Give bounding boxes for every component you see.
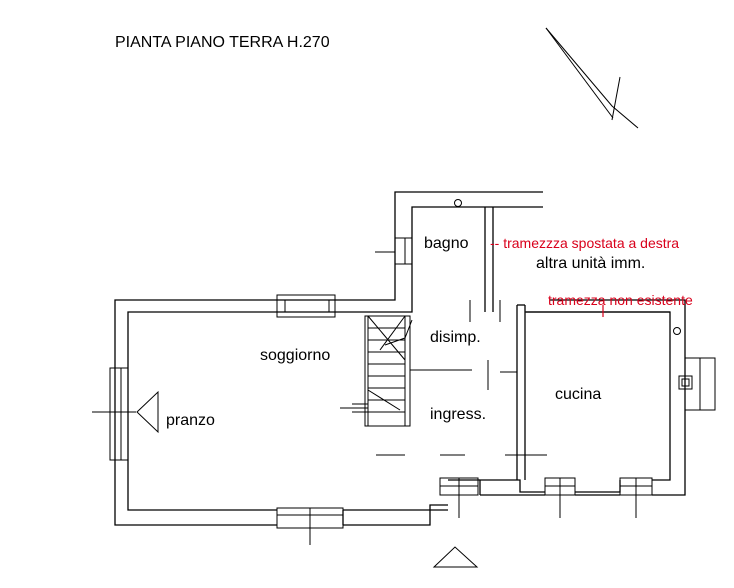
cucina-side-window (678, 357, 716, 411)
pranzo-arrow-icon (136, 390, 159, 434)
pranzo-window (92, 367, 136, 461)
note-tramezza-spostata: -- tramezzza spostata a destra (490, 235, 679, 251)
ingresso-window (439, 477, 479, 518)
north-arrow-icon (545, 27, 639, 129)
bagno-window (375, 237, 413, 265)
vent-circle-cucina (673, 327, 681, 335)
exterior-walls (114, 191, 686, 526)
room-label-altra-unita: altra unità imm. (536, 255, 645, 272)
soggiorno-bottom-window (276, 507, 344, 545)
vent-circle-bagno (454, 199, 462, 207)
interior-partitions (376, 300, 547, 480)
room-label-disimp: disimp. (430, 329, 481, 346)
soggiorno-top-window (276, 294, 336, 318)
entrance-triangle-icon (432, 546, 479, 568)
cucina-window-1 (544, 477, 576, 518)
staircase (364, 315, 413, 427)
plan-title: PIANTA PIANO TERRA H.270 (115, 34, 330, 51)
room-label-cucina: cucina (555, 386, 601, 403)
room-label-pranzo: pranzo (166, 412, 215, 429)
stair-direction-arrow-icon (340, 403, 368, 413)
cucina-window-2 (619, 477, 653, 518)
room-label-ingress: ingress. (430, 406, 486, 423)
room-label-soggiorno: soggiorno (260, 347, 330, 364)
room-label-bagno: bagno (424, 235, 469, 252)
note-tramezza-non-esistente: tramezza non esistente (548, 292, 693, 308)
flue-icon (681, 378, 690, 387)
